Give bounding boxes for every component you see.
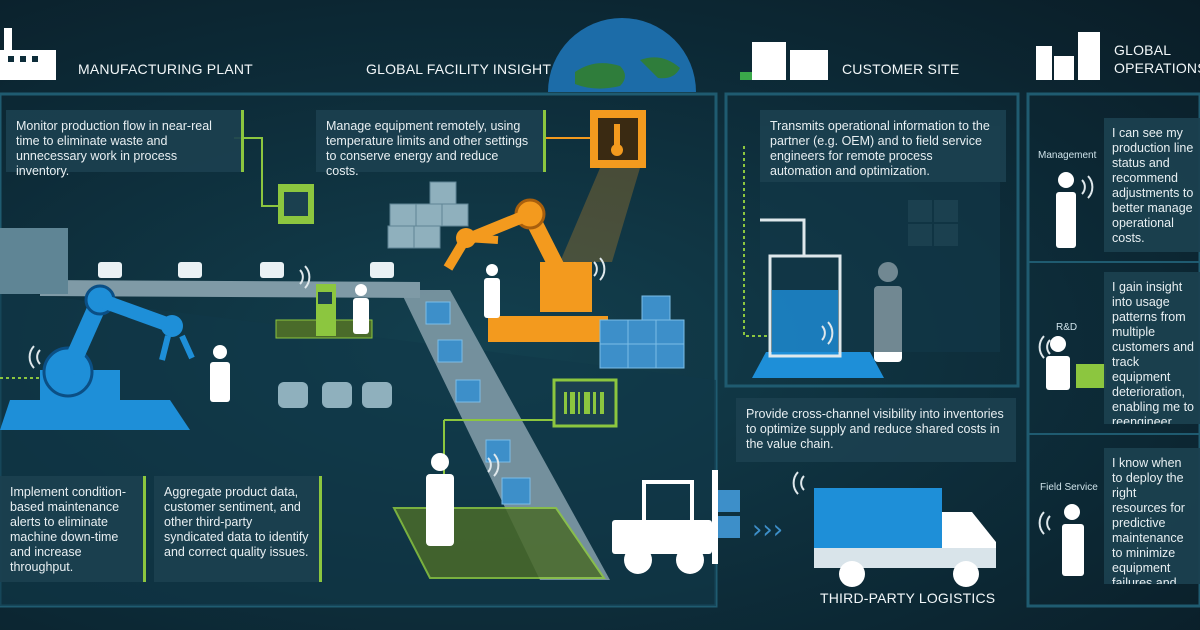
callout-monitor: Monitor production flow in near-real tim… (6, 110, 244, 178)
callout-aggregate: Aggregate product data, customer sentime… (154, 476, 322, 582)
robot-arm-icon (0, 284, 195, 430)
office-building-icon (740, 42, 828, 80)
forklift-icon (612, 470, 718, 574)
section-customer-site: CUSTOMER SITE (842, 61, 960, 77)
callout-transmits: Transmits operational information to the… (760, 110, 1006, 182)
ops-text-management: I can see my production line status and … (1104, 118, 1200, 252)
section-global-facility-insight: GLOBAL FACILITY INSIGHT (366, 61, 552, 77)
ops-text-rnd: I gain insight into usage patterns from … (1104, 272, 1200, 424)
section-third-party-logistics: THIRD-PARTY LOGISTICS (820, 590, 996, 606)
truck-icon (814, 488, 996, 587)
callout-manage: Manage equipment remotely, using tempera… (316, 110, 546, 178)
city-buildings-icon (1036, 32, 1100, 80)
ops-text-field-service: I know when to deploy the right resource… (1104, 448, 1200, 584)
thermometer-tablet-icon (590, 110, 646, 168)
globe-icon (548, 18, 696, 92)
role-label-rnd: R&D (1056, 322, 1078, 333)
robot-arm-icon (443, 198, 608, 342)
callout-maintenance: Implement condition-based maintenance al… (0, 476, 146, 582)
callout-provide: Provide cross-channel visibility into in… (736, 398, 1016, 462)
wireless-signal-icon (28, 175, 1094, 535)
factory-icon (0, 28, 56, 80)
svg-text:›››: ››› (752, 515, 783, 545)
barcode-icon (552, 378, 618, 428)
operations-frame (1026, 92, 1200, 608)
section-manufacturing-plant: MANUFACTURING PLANT (78, 61, 253, 77)
section-global-operations-line1: GLOBAL (1114, 42, 1172, 58)
customer-frame (724, 92, 1020, 388)
role-label-management: Management (1038, 150, 1097, 161)
section-global-operations-line2: OPERATIONS (1114, 60, 1200, 76)
role-label-field-service: Field Service (1040, 482, 1098, 493)
